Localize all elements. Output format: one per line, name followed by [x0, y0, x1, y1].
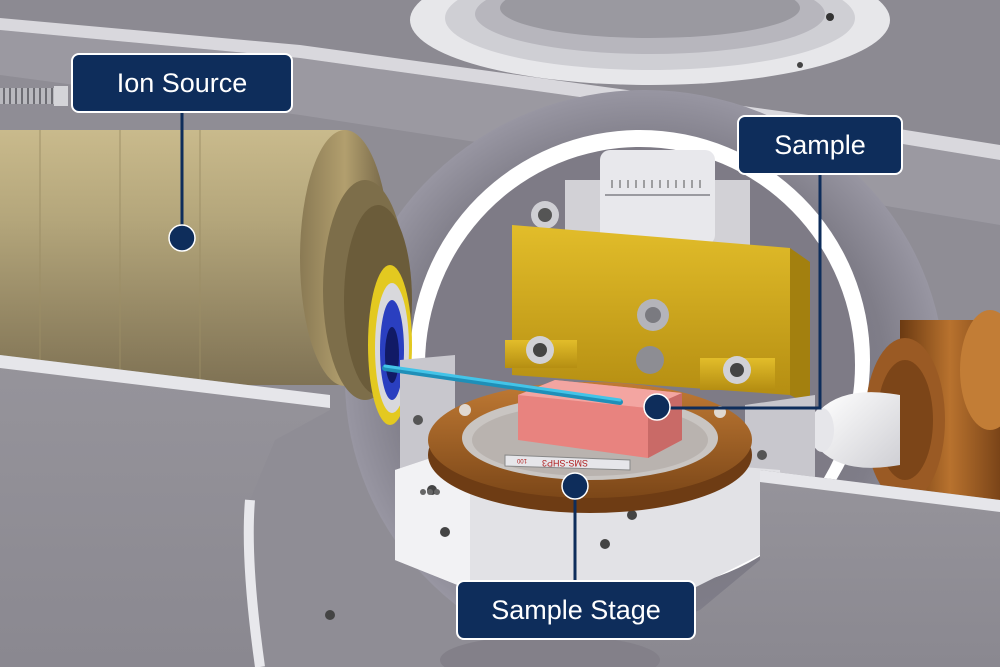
stage-nameplate: SMS-SHP3 100: [420, 454, 631, 495]
right-component: [810, 310, 1000, 520]
sample-stage-marker: [561, 472, 589, 500]
sample-label: Sample: [737, 115, 903, 175]
foreground-wall: [0, 355, 1000, 667]
sample-stage-label: Sample Stage: [456, 580, 696, 640]
ion-source-marker: [168, 224, 196, 252]
rotation-dial: [531, 150, 750, 250]
gold-mount-block: [505, 225, 810, 405]
ion-beam: [382, 365, 623, 405]
svg-text:100: 100: [516, 457, 527, 463]
leader-lines: [168, 112, 822, 582]
ion-source-body: [0, 130, 412, 425]
threaded-rod: [0, 86, 68, 106]
sample-leader: [657, 174, 822, 410]
stage-plate-holes: [420, 489, 440, 495]
sample-marker: [643, 393, 671, 421]
svg-text:SMS-SHP3: SMS-SHP3: [542, 458, 588, 468]
ion-source-label: Ion Source: [71, 53, 293, 113]
sample-block: [518, 380, 682, 458]
